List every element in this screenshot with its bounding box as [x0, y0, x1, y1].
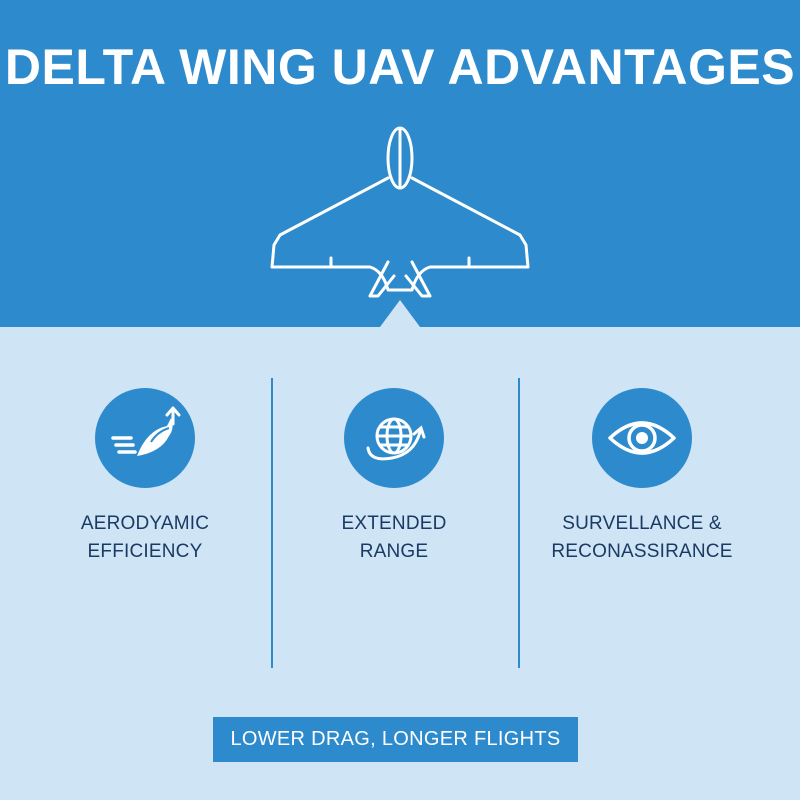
column-divider-right [518, 378, 520, 668]
feature-aerodynamic-efficiency: AERODYAMIC EFFICIENCY [35, 388, 255, 566]
eye-icon [608, 421, 676, 455]
feature-label-line2: RECONASSIRANCE [551, 541, 733, 562]
feature-label: SURVELLANCE & RECONASSIRANCE [532, 510, 752, 566]
globe-arrow-icon [366, 417, 426, 461]
feature-label-line2: EFFICIENCY [87, 541, 203, 562]
feature-label: AERODYAMIC EFFICIENCY [35, 510, 255, 566]
tagline-banner: LOWER DRAG, LONGER FLIGHTS [213, 717, 578, 762]
feature-icon-circle [344, 388, 444, 488]
feature-label-line2: RANGE [359, 541, 429, 562]
feature-label-line1: SURVELLANCE & [562, 513, 722, 534]
feature-extended-range: EXTENDED RANGE [284, 388, 504, 566]
page-title: DELTA WING UAV ADVANTAGES [4, 39, 796, 95]
column-divider-left [271, 378, 273, 668]
feature-icon-circle [592, 388, 692, 488]
feature-label-line1: AERODYAMIC [80, 513, 210, 534]
speed-bird-icon [111, 406, 181, 456]
feature-label: EXTENDED RANGE [284, 510, 504, 566]
feature-icon-circle [95, 388, 195, 488]
feature-surveillance-reconnaissance: SURVELLANCE & RECONASSIRANCE [532, 388, 752, 566]
feature-label-line1: EXTENDED [341, 513, 447, 534]
